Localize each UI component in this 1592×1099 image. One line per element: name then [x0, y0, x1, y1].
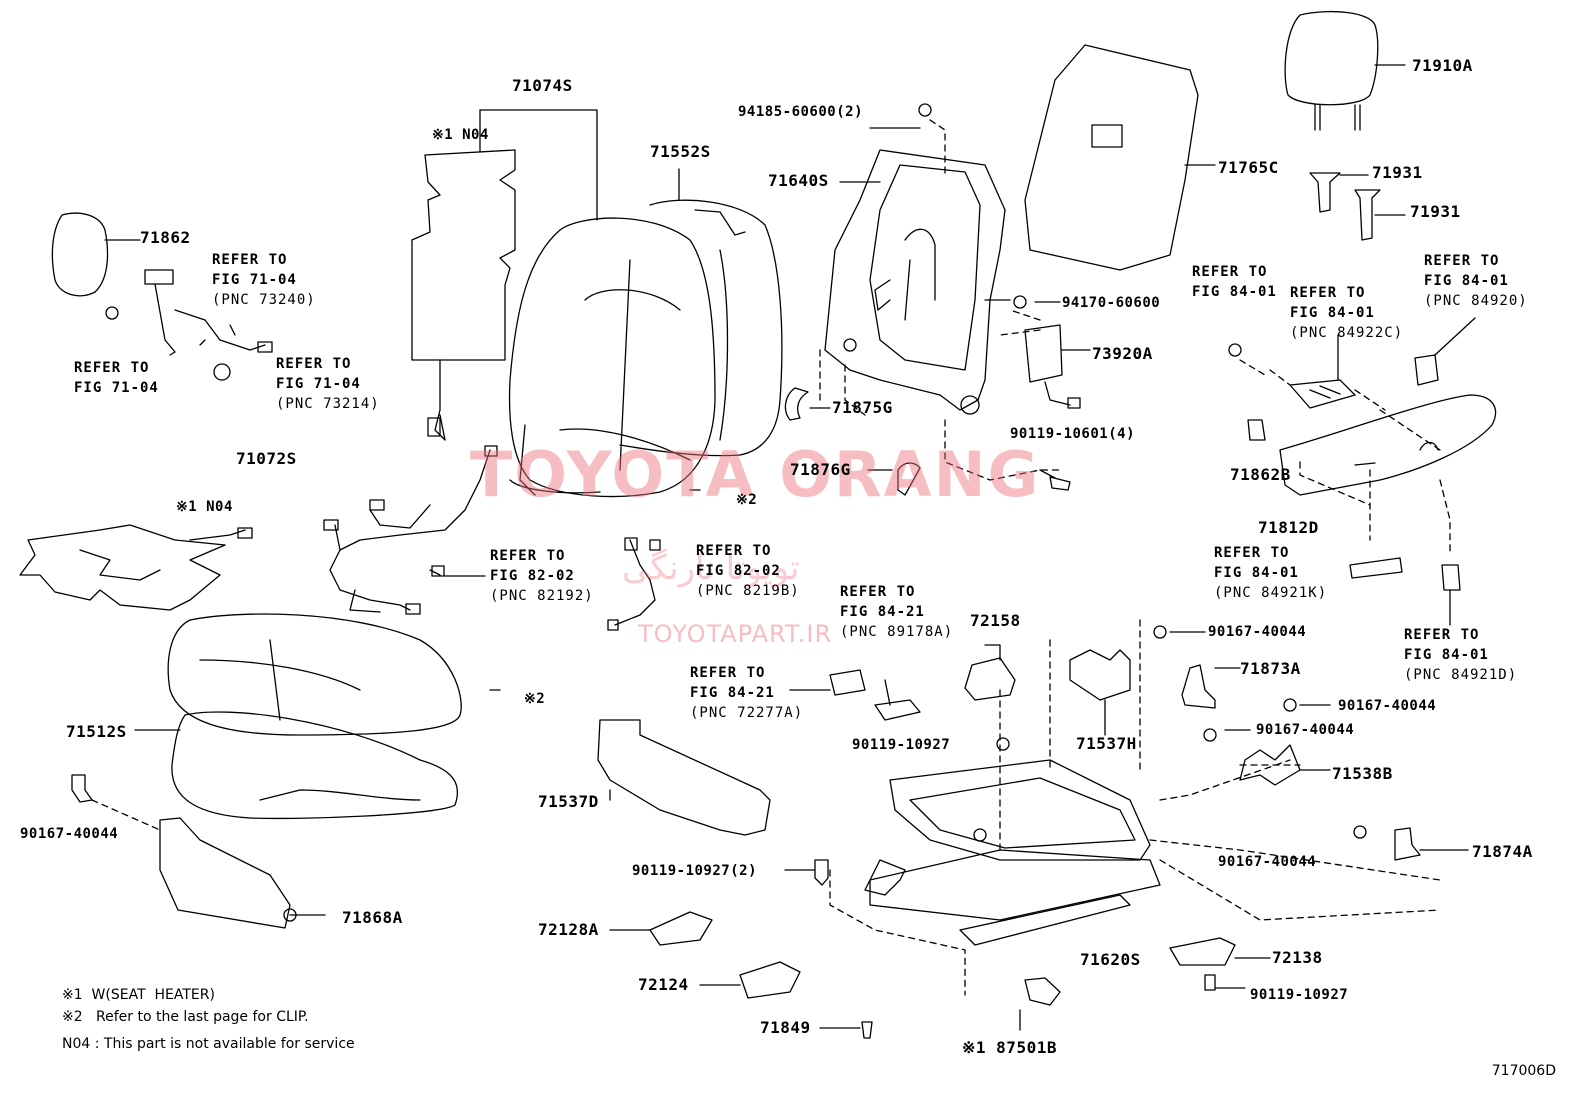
seatback-cover [508, 217, 716, 498]
label-71931-lower: 71931 [1410, 202, 1461, 221]
label-71537D: 71537D [538, 792, 599, 811]
label-n04-top: ※1 N04 [432, 127, 489, 143]
label-71765C: 71765C [1218, 158, 1279, 177]
label-71875G: 71875G [832, 398, 893, 417]
label-71074S: 71074S [512, 76, 573, 95]
wire-harness [329, 449, 491, 611]
label-71910A: 71910A [1412, 56, 1473, 75]
footnote-n04: N04 : This part is not available for ser… [62, 1036, 355, 1052]
label-71812D: 71812D [1258, 518, 1319, 537]
label-71620S: 71620S [1080, 950, 1141, 969]
label-90167-40044-d: 90167-40044 [1218, 854, 1317, 870]
label-clip-note-2-upper: ※2 [736, 492, 758, 508]
label-90167-40044-b: 90167-40044 [1338, 698, 1437, 714]
label-71868A: 71868A [342, 908, 403, 927]
label-73920A: 73920A [1092, 344, 1153, 363]
label-71876G: 71876G [790, 460, 851, 479]
recliner-cover [51, 212, 109, 297]
side-shield [1279, 394, 1497, 496]
label-94170-60600: 94170-60600 [1062, 295, 1161, 311]
label-71538B: 71538B [1332, 764, 1393, 783]
label-90119-10927-a: 90119-10927 [852, 737, 951, 753]
footnote-clip: ※2 Refer to the last page for CLIP. [62, 1009, 309, 1025]
watermark-site: TOYOTAPART.IR [638, 620, 833, 648]
headrest [1284, 10, 1379, 106]
label-71862: 71862 [140, 228, 191, 247]
label-71072S: 71072S [236, 449, 297, 468]
figure-code: 717006D [1491, 1063, 1556, 1079]
label-71862B: 71862B [1230, 465, 1291, 484]
watermark-farsi: تویوتا نارنگی [622, 548, 800, 588]
label-90119-10601: 90119-10601(4) [1010, 426, 1136, 442]
label-90119-10927-2: 90119-10927(2) [632, 863, 758, 879]
label-72128A: 72128A [538, 920, 599, 939]
cushion-cover [167, 613, 462, 736]
label-71873A: 71873A [1240, 659, 1301, 678]
label-71552S: 71552S [650, 142, 711, 161]
seatback-pad [619, 199, 783, 457]
label-72138: 72138 [1272, 948, 1323, 967]
label-71874A: 71874A [1472, 842, 1533, 861]
side-airbag [1024, 324, 1063, 383]
label-n04-mid: ※1 N04 [176, 499, 233, 515]
label-90167-40044-c: 90167-40044 [1256, 722, 1355, 738]
cushion-pad [171, 711, 459, 820]
label-71537H: 71537H [1076, 734, 1137, 753]
cushion-heater-mat [19, 524, 226, 611]
label-87501B: ※1 87501B [962, 1038, 1057, 1057]
label-72124: 72124 [638, 975, 689, 994]
seatback-frame [824, 149, 1006, 411]
label-94185-60600: 94185-60600(2) [738, 104, 864, 120]
seat-rail-cover-front [597, 719, 771, 836]
seat-adjuster [889, 759, 1151, 861]
seatback-heater-mat [411, 149, 516, 361]
cushion-shield [159, 817, 291, 929]
footnote-seat-heater: ※1 W(SEAT HEATER) [62, 987, 215, 1003]
label-clip-note-2-lower: ※2 [524, 691, 546, 707]
label-71931-upper: 71931 [1372, 163, 1423, 182]
label-90167-40044-a: 90167-40044 [1208, 624, 1307, 640]
label-90119-10927-b: 90119-10927 [1250, 987, 1349, 1003]
label-72158: 72158 [970, 611, 1021, 630]
label-90167-40044-left: 90167-40044 [20, 826, 119, 842]
label-71512S: 71512S [66, 722, 127, 741]
label-71849: 71849 [760, 1018, 811, 1037]
watermark-main: TOYOTA ORANG [470, 438, 1041, 511]
seatback-board [1024, 44, 1199, 271]
label-71640S: 71640S [768, 171, 829, 190]
